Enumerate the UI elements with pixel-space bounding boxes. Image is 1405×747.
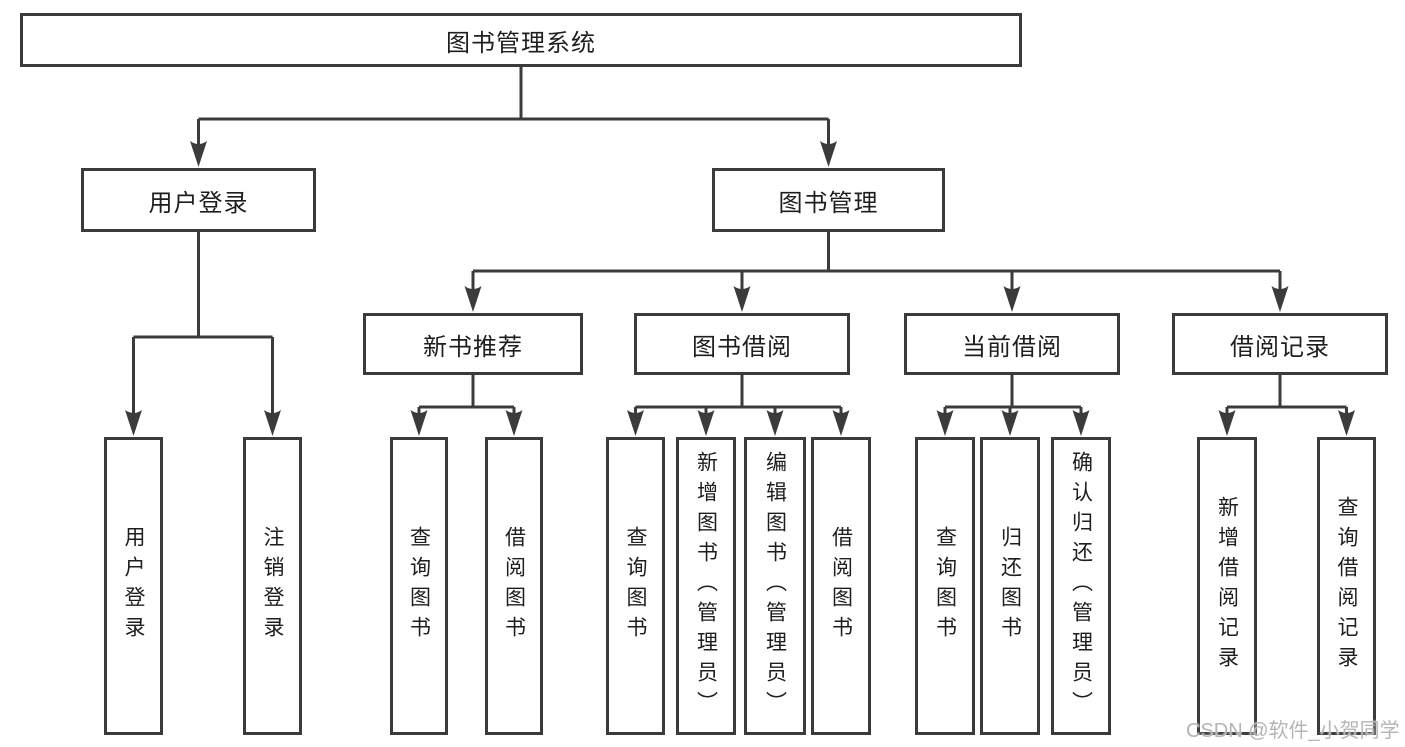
leaf-confirm-return-admin: 确认归还（管理员） — [1051, 437, 1111, 735]
leaf-label: 编辑图书（管理员） — [763, 451, 787, 721]
leaf-label: 新增借阅记录 — [1215, 496, 1239, 676]
node-label: 当前借阅 — [962, 333, 1062, 361]
leaf-user-login: 用户登录 — [104, 437, 163, 735]
node-label: 图书管理系统 — [446, 29, 596, 57]
node-user-login: 用户登录 — [81, 168, 316, 232]
node-book-borrowing: 图书借阅 — [634, 313, 850, 375]
node-label: 图书借阅 — [692, 333, 792, 361]
node-label: 新书推荐 — [423, 333, 523, 361]
node-library-management-system: 图书管理系统 — [20, 13, 1022, 67]
leaf-label: 借阅图书 — [502, 526, 526, 646]
node-label: 用户登录 — [148, 189, 249, 217]
node-borrowing-records: 借阅记录 — [1172, 313, 1388, 375]
leaf-label: 借阅图书 — [829, 526, 853, 646]
leaf-query-books-borrowing: 查询图书 — [606, 437, 665, 735]
leaf-label: 注销登录 — [261, 526, 284, 646]
leaf-label: 确认归还（管理员） — [1069, 451, 1093, 721]
leaf-borrow-books: 借阅图书 — [811, 437, 871, 735]
leaf-query-books-recommend: 查询图书 — [390, 437, 448, 735]
leaf-edit-books-admin: 编辑图书（管理员） — [744, 437, 806, 735]
leaf-add-books-admin: 新增图书（管理员） — [676, 437, 736, 735]
leaf-label: 查询图书 — [933, 526, 957, 646]
node-book-management: 图书管理 — [712, 168, 945, 232]
leaf-label: 用户登录 — [122, 526, 145, 646]
leaf-label: 查询图书 — [407, 526, 431, 646]
leaf-label: 新增图书（管理员） — [694, 451, 718, 721]
leaf-return-books: 归还图书 — [980, 437, 1040, 735]
node-current-borrowing: 当前借阅 — [904, 313, 1120, 375]
leaf-logout: 注销登录 — [243, 437, 302, 735]
leaf-borrow-books-recommend: 借阅图书 — [485, 437, 543, 735]
leaf-label: 查询借阅记录 — [1335, 496, 1358, 676]
node-new-book-recommendation: 新书推荐 — [363, 313, 583, 375]
leaf-query-borrow-record: 查询借阅记录 — [1317, 437, 1376, 735]
leaf-query-books-current: 查询图书 — [915, 437, 975, 735]
node-label: 借阅记录 — [1230, 333, 1330, 361]
csdn-watermark: CSDN @软件_小贺同学 — [1186, 720, 1400, 742]
leaf-label: 查询图书 — [624, 526, 647, 646]
node-label: 图书管理 — [778, 189, 879, 217]
leaf-add-borrow-record: 新增借阅记录 — [1197, 437, 1257, 735]
leaf-label: 归还图书 — [998, 526, 1022, 646]
